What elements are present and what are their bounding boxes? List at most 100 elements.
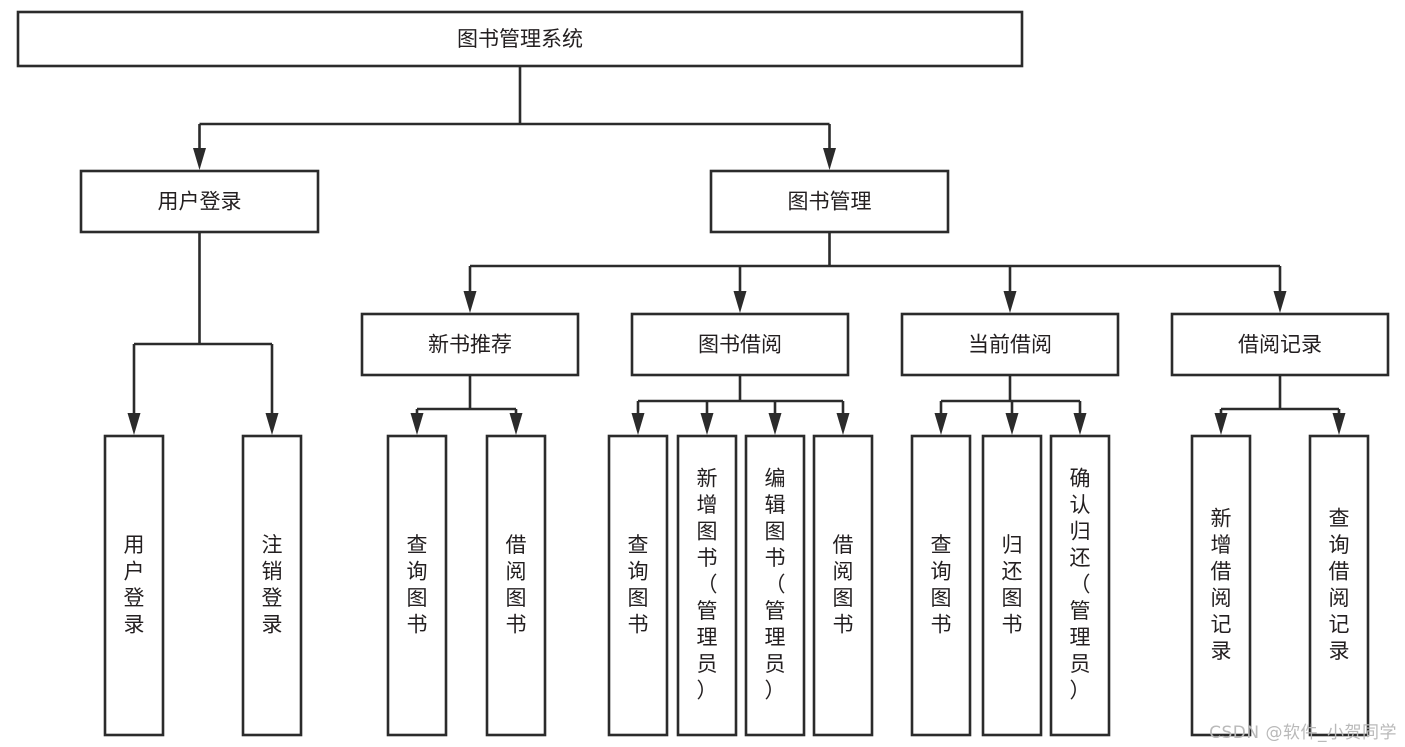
label-glyph: 阅 xyxy=(1329,586,1350,610)
label-glyph: 还 xyxy=(1002,559,1023,583)
connector-group xyxy=(127,232,279,435)
label-glyph: 增 xyxy=(697,493,718,517)
label-glyph: 图 xyxy=(1002,586,1023,610)
node-label: 新书推荐 xyxy=(428,333,512,357)
node-root[interactable]: 图书管理系统 xyxy=(16,10,1024,68)
connector-group xyxy=(410,375,523,435)
label-glyph: 书 xyxy=(833,612,854,636)
arrow-head-icon xyxy=(934,413,948,435)
node-box[interactable] xyxy=(607,434,669,737)
label-glyph: 书 xyxy=(407,612,428,636)
node-box[interactable] xyxy=(103,434,165,737)
arrow-head-icon xyxy=(1214,413,1228,435)
arrow-head-icon xyxy=(463,291,477,313)
label-glyph: 查 xyxy=(628,533,649,557)
label-glyph: ） xyxy=(697,679,718,703)
label-glyph: 归 xyxy=(1002,533,1023,557)
node-box[interactable] xyxy=(241,434,303,737)
node-label: 图书借阅 xyxy=(698,333,782,357)
node-box[interactable] xyxy=(1170,312,1390,377)
label-glyph: 归 xyxy=(1070,520,1091,544)
label-glyph: 新 xyxy=(697,467,718,491)
arrow-head-icon xyxy=(1073,413,1087,435)
label-glyph: 记 xyxy=(1329,612,1350,636)
label-glyph: 书 xyxy=(765,546,786,570)
label-glyph: 管 xyxy=(1070,599,1091,623)
label-glyph: 借 xyxy=(833,533,854,557)
connector-group xyxy=(463,232,1287,313)
node-label: 用户登录 xyxy=(158,190,242,214)
label-glyph: 借 xyxy=(506,533,527,557)
node-box[interactable] xyxy=(910,434,972,737)
node-n-current-borrow[interactable]: 当前借阅 xyxy=(900,312,1120,377)
label-glyph: 询 xyxy=(1329,533,1350,557)
node-box[interactable] xyxy=(1049,434,1111,737)
label-glyph: 查 xyxy=(407,533,428,557)
label-glyph: 管 xyxy=(697,599,718,623)
label-glyph: 记 xyxy=(1211,612,1232,636)
node-box[interactable] xyxy=(1190,434,1252,737)
node-box[interactable] xyxy=(16,10,1024,68)
node-label: 图书管理系统 xyxy=(457,27,583,51)
node-box[interactable] xyxy=(360,312,580,377)
node-box[interactable] xyxy=(485,434,547,737)
label-glyph: 员 xyxy=(1070,652,1091,676)
label-glyph: 注 xyxy=(262,533,283,557)
label-glyph: 辑 xyxy=(765,493,786,517)
node-box[interactable] xyxy=(386,434,448,737)
node-n-new-book-rec[interactable]: 新书推荐 xyxy=(360,312,580,377)
node-n-book-borrow[interactable]: 图书借阅 xyxy=(630,312,850,377)
node-box[interactable] xyxy=(744,434,806,737)
node-box[interactable] xyxy=(812,434,874,737)
node-box[interactable] xyxy=(676,434,738,737)
node-box[interactable] xyxy=(79,169,320,234)
label-glyph: 图 xyxy=(833,586,854,610)
label-glyph: 户 xyxy=(124,559,145,583)
label-glyph: 录 xyxy=(1211,639,1232,663)
node-leaf-user-login[interactable]: 用户登录 xyxy=(103,434,165,737)
node-n-user-login[interactable]: 用户登录 xyxy=(79,169,320,234)
node-n-borrow-record[interactable]: 借阅记录 xyxy=(1170,312,1390,377)
node-box[interactable] xyxy=(900,312,1120,377)
node-box[interactable] xyxy=(1308,434,1370,737)
node-label-vertical: 用户登录 xyxy=(124,533,145,637)
label-glyph: 录 xyxy=(124,612,145,636)
connector-group xyxy=(193,66,836,170)
label-glyph: 用 xyxy=(124,533,145,557)
node-box[interactable] xyxy=(630,312,850,377)
arrow-head-icon xyxy=(631,413,645,435)
arrow-head-icon xyxy=(265,413,279,435)
label-glyph: 理 xyxy=(765,626,786,650)
label-glyph: 图 xyxy=(765,520,786,544)
arrow-head-icon xyxy=(193,148,206,170)
node-box[interactable] xyxy=(709,169,950,234)
label-glyph: 书 xyxy=(628,612,649,636)
label-glyph: 还 xyxy=(1070,546,1091,570)
label-glyph: 借 xyxy=(1329,559,1350,583)
label-glyph: 询 xyxy=(931,559,952,583)
arrow-head-icon xyxy=(733,291,747,313)
node-box[interactable] xyxy=(981,434,1043,737)
label-glyph: 图 xyxy=(628,586,649,610)
label-glyph: ） xyxy=(765,679,786,703)
node-n-book-manage[interactable]: 图书管理 xyxy=(709,169,950,234)
